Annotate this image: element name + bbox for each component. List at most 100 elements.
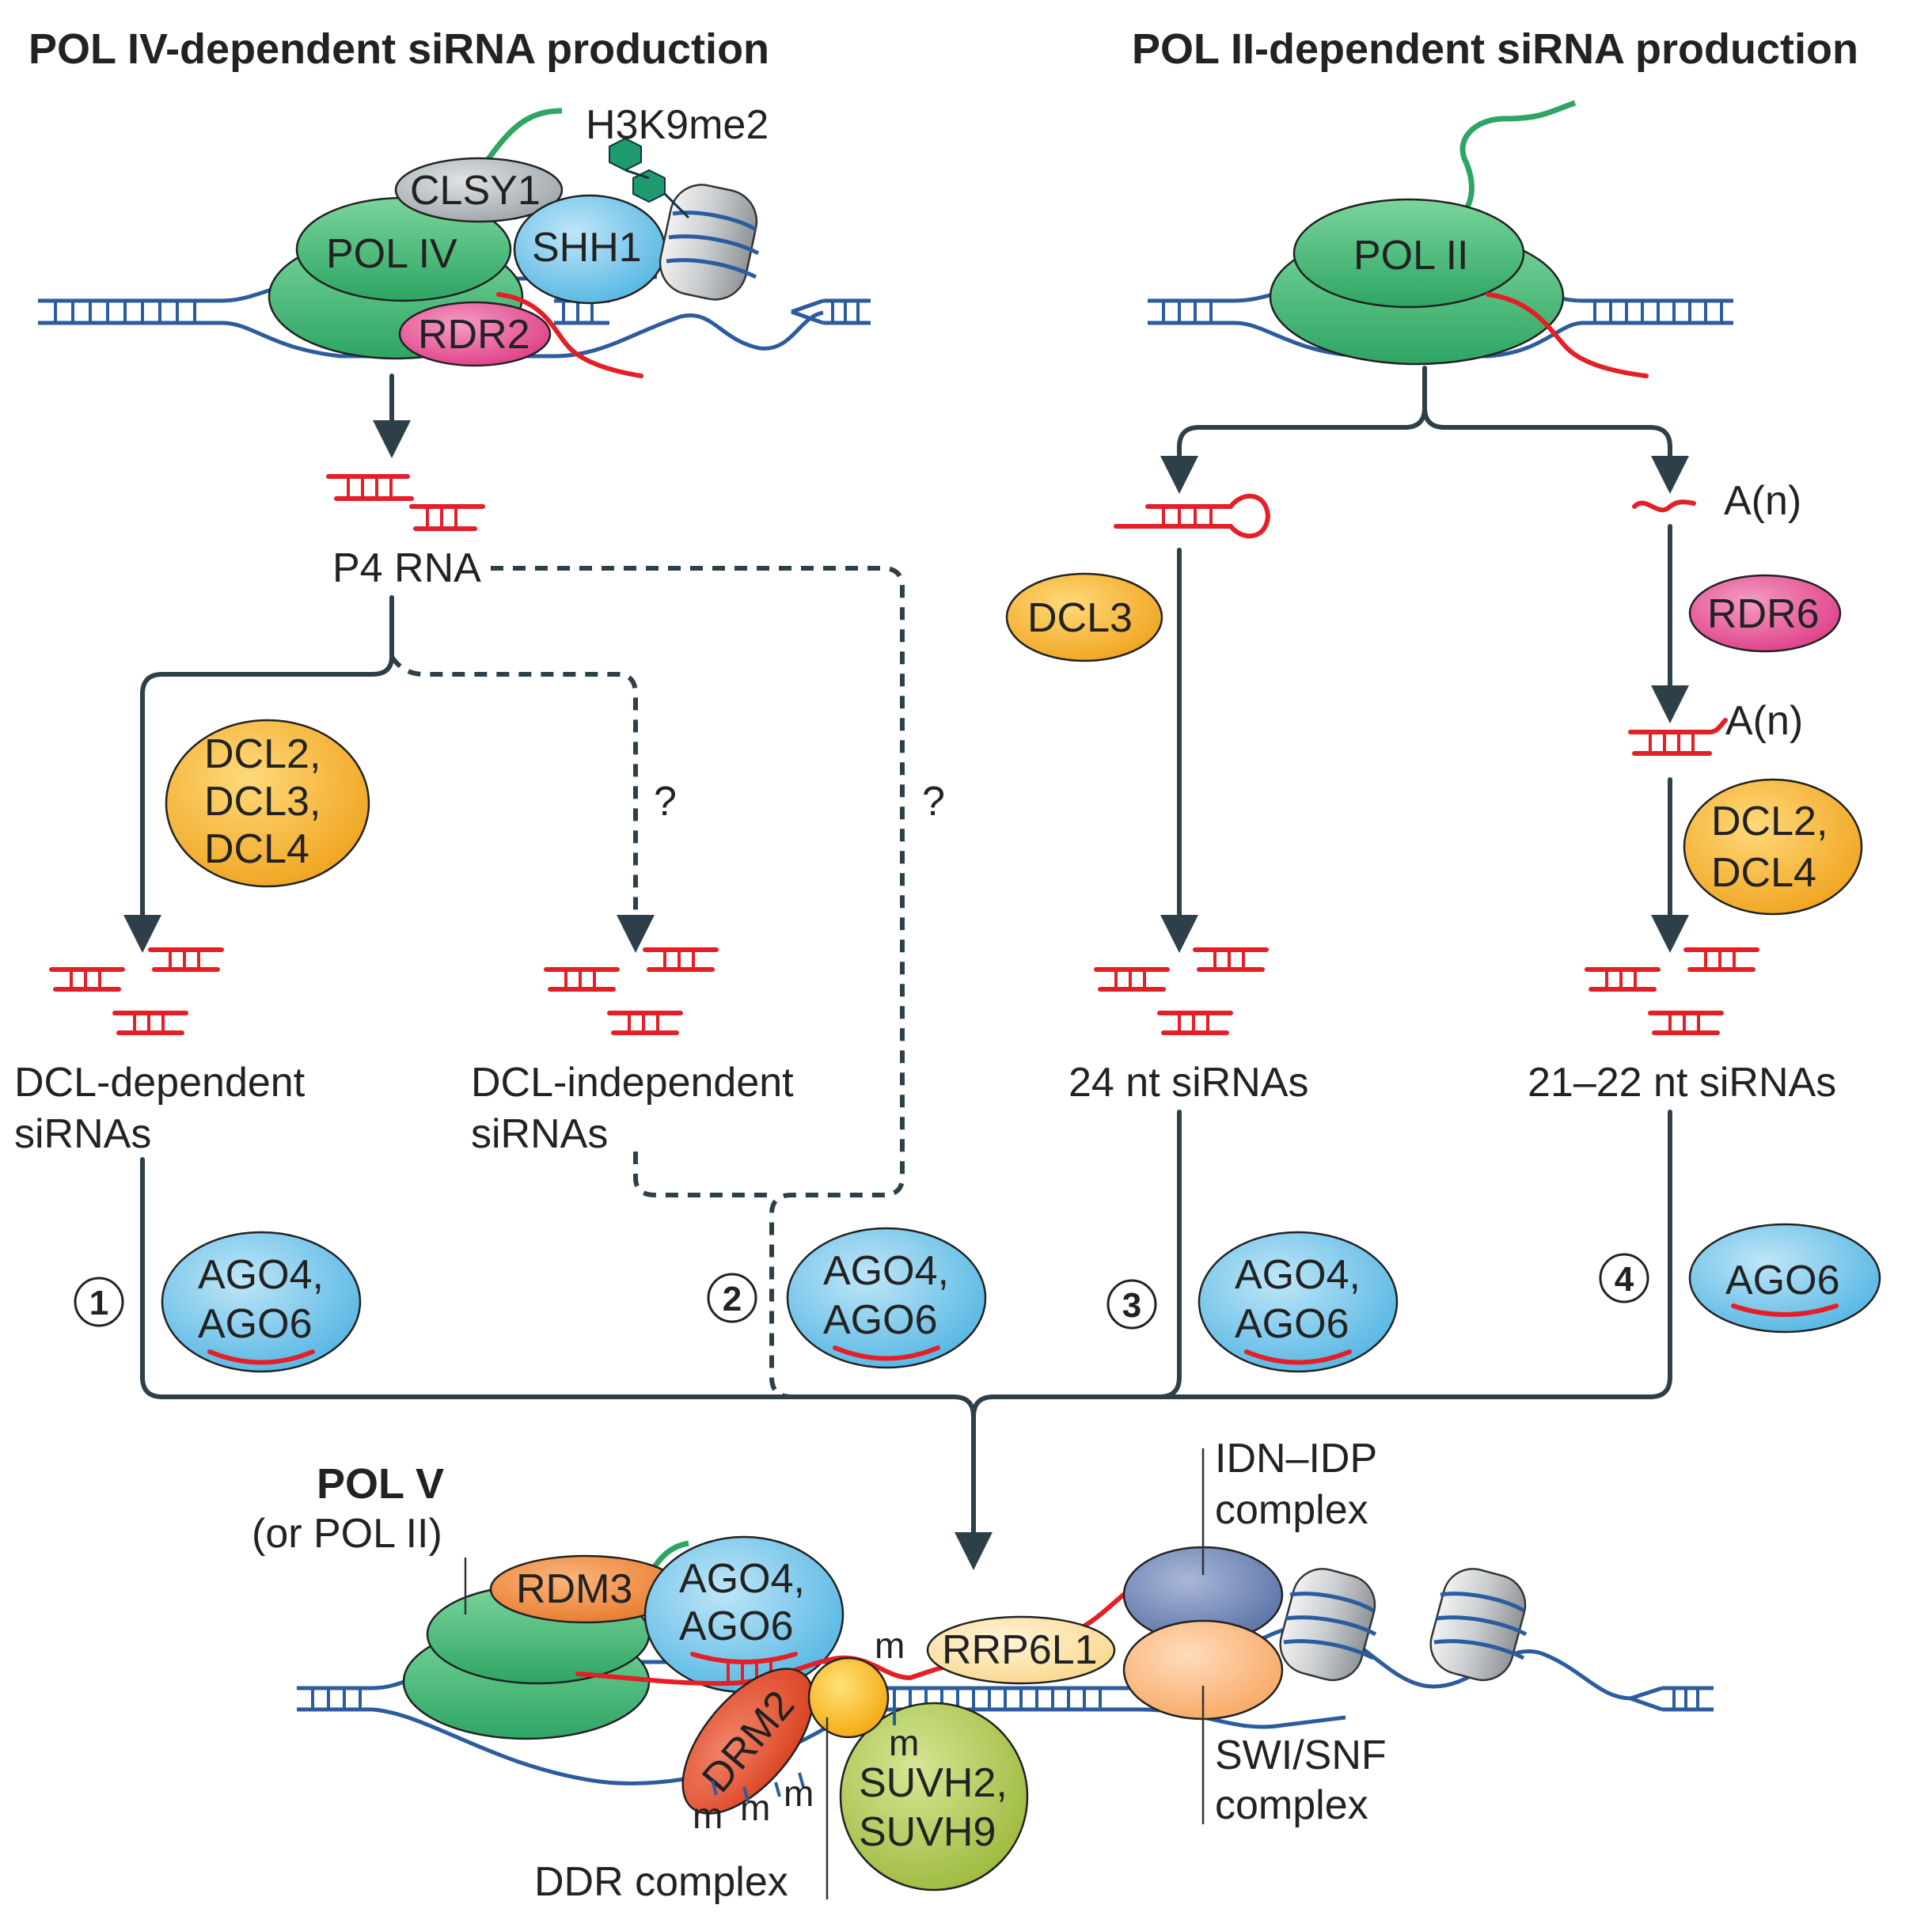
step-4-label: 4 (1615, 1260, 1634, 1299)
dcl-dependent-label-line1: DCL-dependent (14, 1060, 306, 1106)
ago46-label-line1: AGO4, (198, 1252, 324, 1298)
rdr6-label: RDR6 (1707, 591, 1820, 637)
ago46-effector-label-line2: AGO6 (679, 1603, 794, 1649)
clsy1-label: CLSY1 (410, 168, 541, 214)
pol4-complex: POL IV CLSY1 SHH1 RDR2 H3K9me2 (38, 102, 871, 378)
title-pol2-pathway: POL II-dependent siRNA production (1132, 25, 1858, 73)
methyl-mark-label: m (693, 1795, 723, 1836)
dcl2-dcl4-shape (1683, 778, 1863, 916)
ago46-label-line2: AGO6 (1235, 1301, 1349, 1347)
pol5-effector-complex: RDM3 AGO4, AGO6 DRM2 SUVH2, SUVH9 RRP6L1 (297, 1535, 1714, 1892)
dashed-path-dcl-independent-to-ago (633, 1152, 768, 1197)
suvh-label-line1: SUVH2, (859, 1760, 1008, 1806)
methylation-marks: m m m m m (693, 1625, 919, 1836)
rdr2-shape (398, 301, 552, 367)
rrp6l1-label: RRP6L1 (942, 1627, 1098, 1673)
rrp6l1-shape (926, 1615, 1116, 1685)
path-2122nt-to-converge (1157, 1110, 1672, 1399)
step-3-label: 3 (1122, 1286, 1141, 1325)
clsy1-shape (394, 157, 564, 223)
methyl-mark-label: m (875, 1625, 905, 1666)
step-2-badge: 2 (707, 1273, 757, 1323)
shh1-label: SHH1 (532, 225, 642, 271)
pol2-complex: POL II (1148, 100, 1733, 378)
polya-label-bottom: A(n) (1725, 698, 1803, 744)
arrow-pol2-to-polya-rna (1422, 405, 1689, 494)
dcl3-label: DCL3 (1027, 595, 1133, 641)
step-4-badge: 4 (1599, 1253, 1649, 1303)
dashed-path-p4rna-direct (491, 566, 905, 1399)
sirna-cluster-dcl-dependent (49, 947, 224, 1035)
nascent-rna-tail (480, 108, 563, 169)
pol5-label: POL V (317, 1460, 444, 1508)
step-2-label: 2 (723, 1280, 742, 1319)
dsrna-polya-icon (1628, 718, 1728, 756)
dcl-independent-label-line1: DCL-independent (471, 1060, 794, 1106)
arrow-p4rna-to-dcl-independent (389, 655, 655, 953)
dcl234-label-line1: DCL2, (204, 731, 321, 777)
suvh2-suvh9-shape (839, 1702, 1029, 1892)
swi-snf-label-line2: complex (1215, 1782, 1368, 1828)
dcl-independent-label-line2: siRNAs (471, 1111, 608, 1157)
title-pol4-pathway: POL IV-dependent siRNA production (28, 25, 769, 73)
question-mark-dcl-independent: ? (654, 779, 677, 825)
ago46-label-line2: AGO6 (823, 1297, 938, 1343)
arrow-pol2-to-hairpin (1160, 366, 1427, 494)
p4-rna-duplexes (326, 474, 485, 531)
step-1-badge: 1 (74, 1277, 124, 1327)
methyl-mark-label: m (784, 1773, 814, 1814)
step-1-label: 1 (89, 1284, 108, 1322)
h3k9me2-mark-icon (609, 137, 690, 219)
idn-idp-label-line2: complex (1215, 1487, 1368, 1533)
dcl24-label-line2: DCL4 (1711, 850, 1816, 896)
pol2-rna-strand (1486, 292, 1649, 378)
idn-idp-label-line1: IDN–IDP (1215, 1436, 1377, 1482)
rdr2-rna-strand (496, 292, 643, 378)
dcl234-label-line3: DCL4 (204, 826, 309, 872)
pol5-alt-label: (or POL II) (252, 1511, 442, 1557)
suvh-label-line2: SUVH9 (859, 1809, 996, 1855)
ago46-label-line1: AGO4, (823, 1248, 949, 1294)
methyl-mark-label: m (889, 1722, 919, 1763)
polya-label-top: A(n) (1724, 478, 1801, 524)
ago-bound-sirna (690, 1652, 798, 1664)
ago6-step4: AGO6 (1688, 1223, 1881, 1334)
h3k9me2-label: H3K9me2 (586, 102, 769, 148)
ago4-ago6-step2: AGO4, AGO6 (786, 1227, 987, 1369)
step-3-badge: 3 (1106, 1279, 1157, 1330)
dcl3-shape (1005, 572, 1163, 662)
rdr6-shape (1688, 574, 1842, 653)
p4-rna-label: P4 RNA (332, 545, 481, 591)
sirna-cluster-24nt (1094, 947, 1269, 1035)
dcl24-label-line1: DCL2, (1711, 799, 1828, 844)
pol2-nascent-rna-tail (1451, 100, 1577, 225)
2122nt-sirnas-label: 21–22 nt siRNAs (1528, 1060, 1836, 1106)
dcl-dependent-label-line2: siRNAs (14, 1111, 151, 1157)
swi-snf-label-line1: SWI/SNF (1215, 1732, 1387, 1778)
sirna-cluster-2122nt (1585, 947, 1759, 1035)
arrow-p4rna-to-dcl-dependent (123, 595, 394, 953)
ddr-complex-shape (807, 1656, 890, 1739)
pol4-label: POL IV (326, 231, 457, 277)
ago4-ago6-step3: AGO4, AGO6 (1198, 1231, 1399, 1373)
methyl-mark-label: m (740, 1787, 770, 1828)
ddr-complex-label: DDR complex (534, 1859, 788, 1905)
path-24nt-to-converge (971, 1110, 1182, 1419)
pol2-label: POL II (1353, 233, 1468, 279)
rdr2-label: RDR2 (418, 312, 530, 358)
dcl234-label-line2: DCL3, (204, 779, 321, 825)
polya-rna-icon (1632, 499, 1696, 513)
sirna-cluster-dcl-independent (544, 947, 719, 1035)
pol2-shape (1292, 198, 1525, 309)
ago4-ago6-step1: AGO4, AGO6 (161, 1231, 362, 1373)
24nt-sirnas-label: 24 nt siRNAs (1068, 1060, 1308, 1106)
ago46-label-line1: AGO4, (1235, 1252, 1361, 1298)
dcl2-dcl3-dcl4-shape (165, 719, 370, 888)
drm2-shape (681, 1668, 814, 1815)
ago46-label-line2: AGO6 (198, 1301, 313, 1347)
question-mark-direct: ? (922, 779, 945, 825)
ago46-effector-label-line1: AGO4, (679, 1556, 805, 1602)
nucleosome-icon (1429, 1568, 1528, 1682)
ago6-label: AGO6 (1725, 1258, 1840, 1303)
